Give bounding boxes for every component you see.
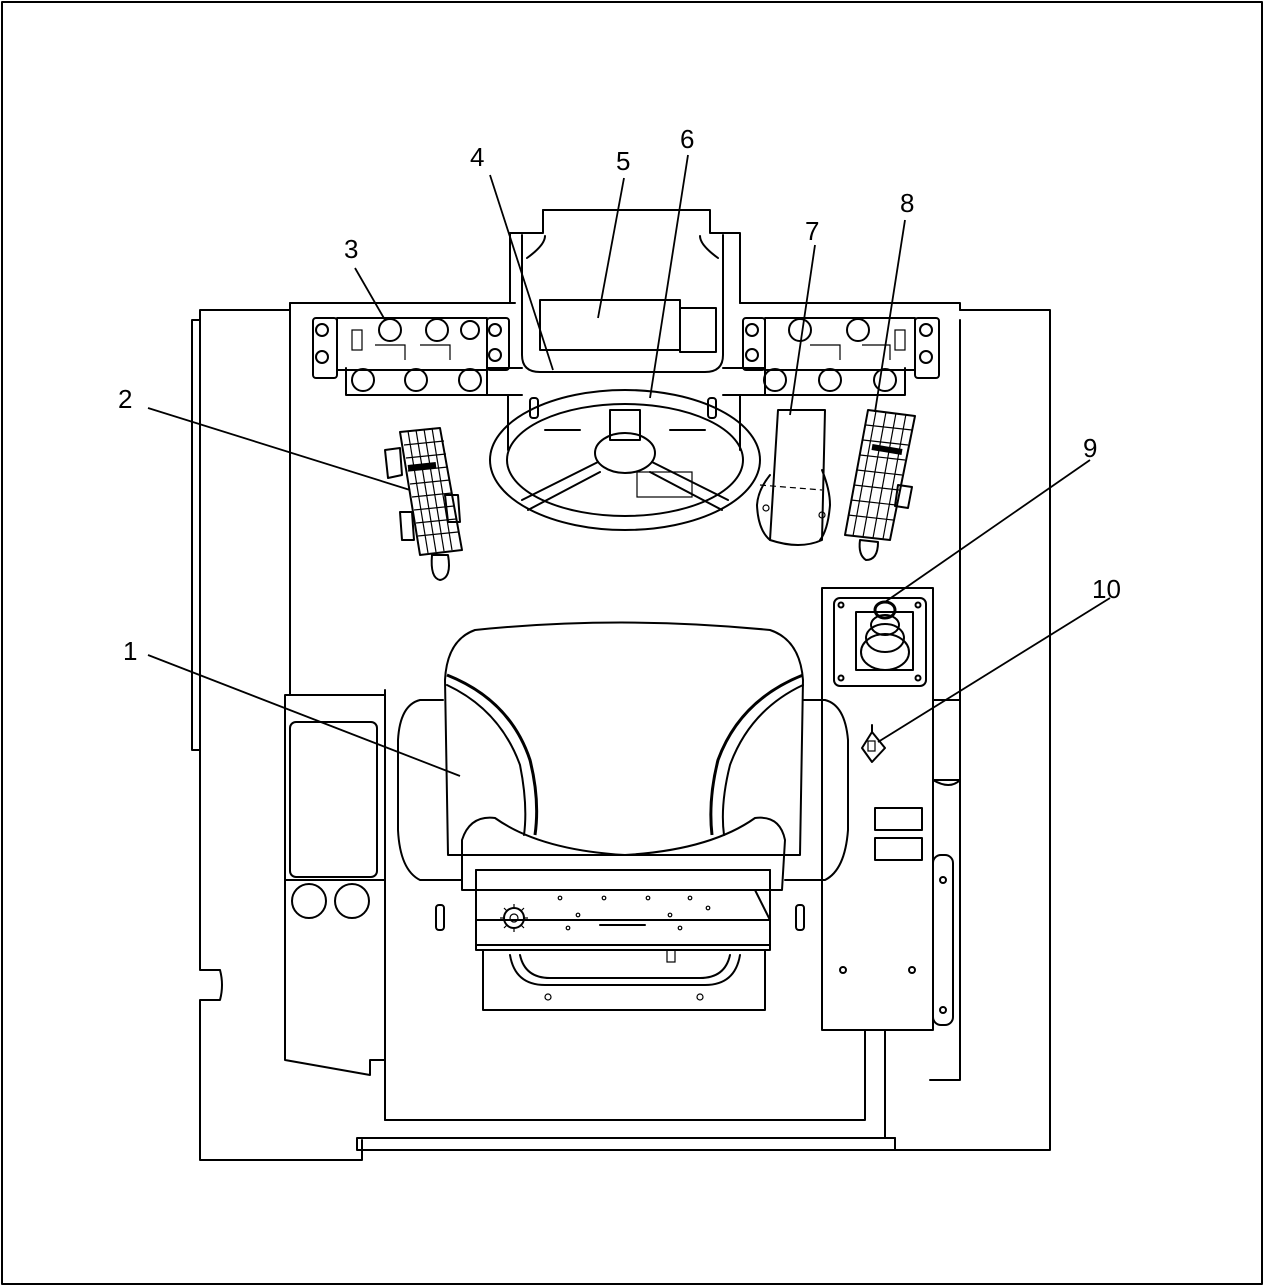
dashboard-tower <box>509 209 741 373</box>
callout-3: 3 <box>344 234 358 264</box>
callout-6: 6 <box>680 124 694 154</box>
leader-5 <box>597 177 625 319</box>
callout-9: 9 <box>1083 433 1097 463</box>
right-pedal <box>844 409 916 561</box>
steering-wheel <box>489 389 761 531</box>
callout-5: 5 <box>616 146 630 176</box>
leader-7 <box>789 244 816 416</box>
leader-8 <box>874 219 906 413</box>
center-pedal <box>756 409 831 546</box>
callout-2: 2 <box>118 384 132 414</box>
ignition-key-switch <box>861 724 886 763</box>
leader-4 <box>489 174 554 371</box>
left-console <box>284 694 386 1076</box>
leader-6 <box>649 154 689 399</box>
cab-floor-outline <box>191 302 1051 1161</box>
right-console <box>821 587 961 1031</box>
leader-lines <box>147 154 1111 777</box>
callout-4: 4 <box>470 142 484 172</box>
operator-seat <box>397 621 849 1011</box>
joystick-control <box>833 597 927 687</box>
leader-2 <box>147 407 411 491</box>
leader-10 <box>877 597 1111 743</box>
leader-1 <box>147 654 461 777</box>
left-pedal <box>384 427 463 581</box>
callout-1: 1 <box>123 636 137 666</box>
right-lever-bank <box>722 317 940 396</box>
callout-labels: 1 2 3 4 5 6 7 8 9 10 <box>118 124 1121 666</box>
left-lever-bank <box>312 317 523 396</box>
callout-8: 8 <box>900 188 914 218</box>
callout-7: 7 <box>805 216 819 246</box>
leader-9 <box>884 459 1091 603</box>
leader-3 <box>354 267 386 321</box>
callout-10: 10 <box>1092 574 1121 604</box>
